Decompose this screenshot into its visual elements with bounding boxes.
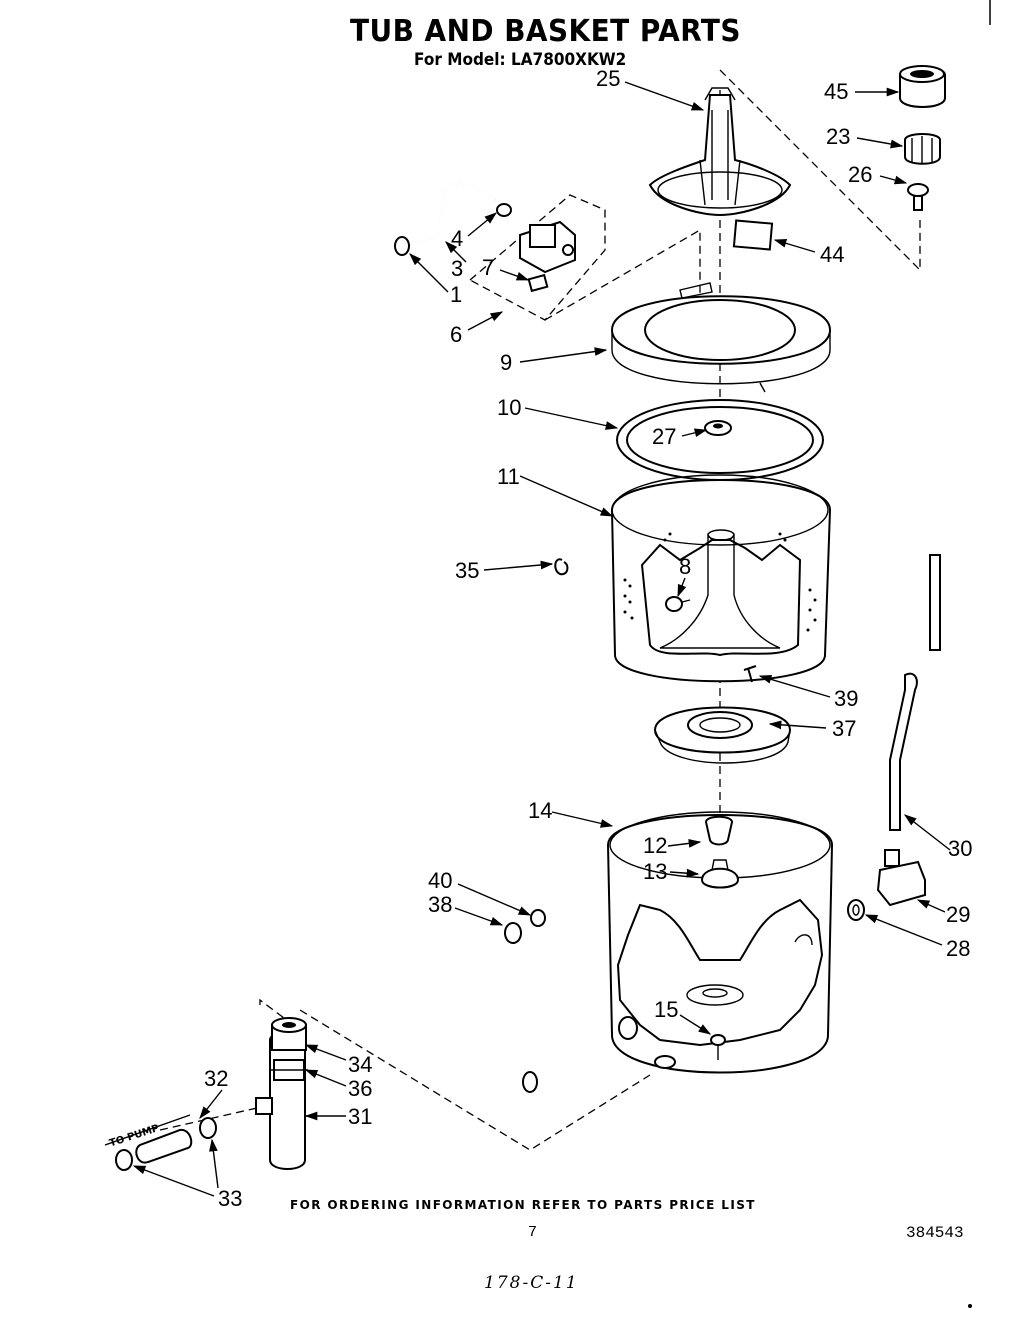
callout-29: 29 <box>946 902 970 927</box>
callout-6: 6 <box>450 322 462 347</box>
callout-30: 30 <box>948 836 972 861</box>
document-number: 384543 <box>906 1224 964 1242</box>
basket-part-11 <box>610 474 832 683</box>
callout-7: 7 <box>482 255 494 280</box>
callout-11: 11 <box>497 464 520 489</box>
spin-nut-part-27 <box>704 420 732 436</box>
bracket-part-7 <box>527 273 549 293</box>
callout-14: 14 <box>528 798 552 823</box>
clamp-part-40 <box>530 909 546 927</box>
model-subtitle: For Model: LA7800XKW2 <box>414 50 627 70</box>
coupling-part-34 <box>271 1017 307 1051</box>
clamp-part-33 <box>199 1117 217 1139</box>
callout-25: 25 <box>596 66 620 91</box>
dashed-frame-valve <box>469 194 606 321</box>
seal-part-13 <box>700 859 740 889</box>
callout-15: 15 <box>654 997 678 1022</box>
callout-13: 13 <box>643 859 667 884</box>
callout-44: 44 <box>820 242 844 267</box>
callout-34: 34 <box>348 1052 372 1077</box>
plate-part-44 <box>732 219 774 251</box>
callout-26: 26 <box>848 162 872 187</box>
water-valve-part-6 <box>519 220 576 274</box>
ordering-note: FOR ORDERING INFORMATION REFER TO PARTS … <box>290 1198 756 1212</box>
callout-36: 36 <box>348 1076 372 1101</box>
callout-3: 3 <box>451 256 463 281</box>
callout-45: 45 <box>824 79 848 104</box>
callout-31: 31 <box>348 1104 372 1129</box>
agitator-cap-part-45 <box>899 65 946 108</box>
dashed-frame-top-right <box>719 69 921 272</box>
callout-1: 1 <box>450 282 462 307</box>
corner-dot <box>968 1304 972 1308</box>
callout-37: 37 <box>832 716 856 741</box>
callout-9: 9 <box>500 350 512 375</box>
callout-27: 27 <box>652 424 676 449</box>
gasket-part-4 <box>496 203 512 217</box>
callout-28: 28 <box>946 936 970 961</box>
callout-40: 40 <box>428 868 452 893</box>
dashed-guide-pipe <box>159 1104 271 1131</box>
dashed-guide-valve <box>544 228 701 321</box>
drain-hose-part-38 <box>485 922 538 1111</box>
outer-tub-part-14 <box>606 811 834 1074</box>
screw-part-8 <box>665 596 691 612</box>
callout-4: 4 <box>451 226 463 251</box>
callout-23: 23 <box>826 124 850 149</box>
grommet-part-28 <box>847 899 865 921</box>
hose-part-32 <box>135 1128 193 1164</box>
callout-35: 35 <box>455 558 479 583</box>
agitator-part-25 <box>648 87 792 217</box>
callout-33: 33 <box>218 1186 242 1211</box>
callout-32: 32 <box>204 1066 228 1091</box>
clip-part-39 <box>743 665 757 683</box>
washer-part-26 <box>907 183 929 211</box>
water-inlet-hose-part-3 <box>409 182 496 247</box>
clip-part-35 <box>554 558 569 576</box>
clamp-part-33-b <box>115 1149 133 1171</box>
dashed-frame-bottom <box>259 998 651 1151</box>
nut-part-23 <box>904 133 941 165</box>
pressure-hose-part-30 <box>889 554 941 831</box>
pump-pointer <box>104 1114 191 1146</box>
page-title: TUB AND BASKET PARTS <box>350 14 741 49</box>
handwritten-note: 178-C-11 <box>484 1273 579 1293</box>
bearing-part-12 <box>704 815 734 846</box>
tub-cover-part-9 <box>610 282 832 393</box>
callout-10: 10 <box>497 395 521 420</box>
drain-pipe-part-31 <box>255 1031 307 1170</box>
pressure-dome-part-29 <box>876 849 926 907</box>
clamp-part-36 <box>270 1059 308 1081</box>
hub-part-37 <box>653 706 792 764</box>
balance-ring-part-10 <box>616 399 824 481</box>
callout-leaders <box>132 81 951 1197</box>
gasket-part-1 <box>394 236 410 256</box>
callout-38: 38 <box>428 892 452 917</box>
page-number: 7 <box>528 1224 538 1241</box>
callout-12: 12 <box>643 833 667 858</box>
bolt-part-15 <box>710 1034 726 1060</box>
callout-8: 8 <box>679 554 691 579</box>
callout-39: 39 <box>834 686 858 711</box>
